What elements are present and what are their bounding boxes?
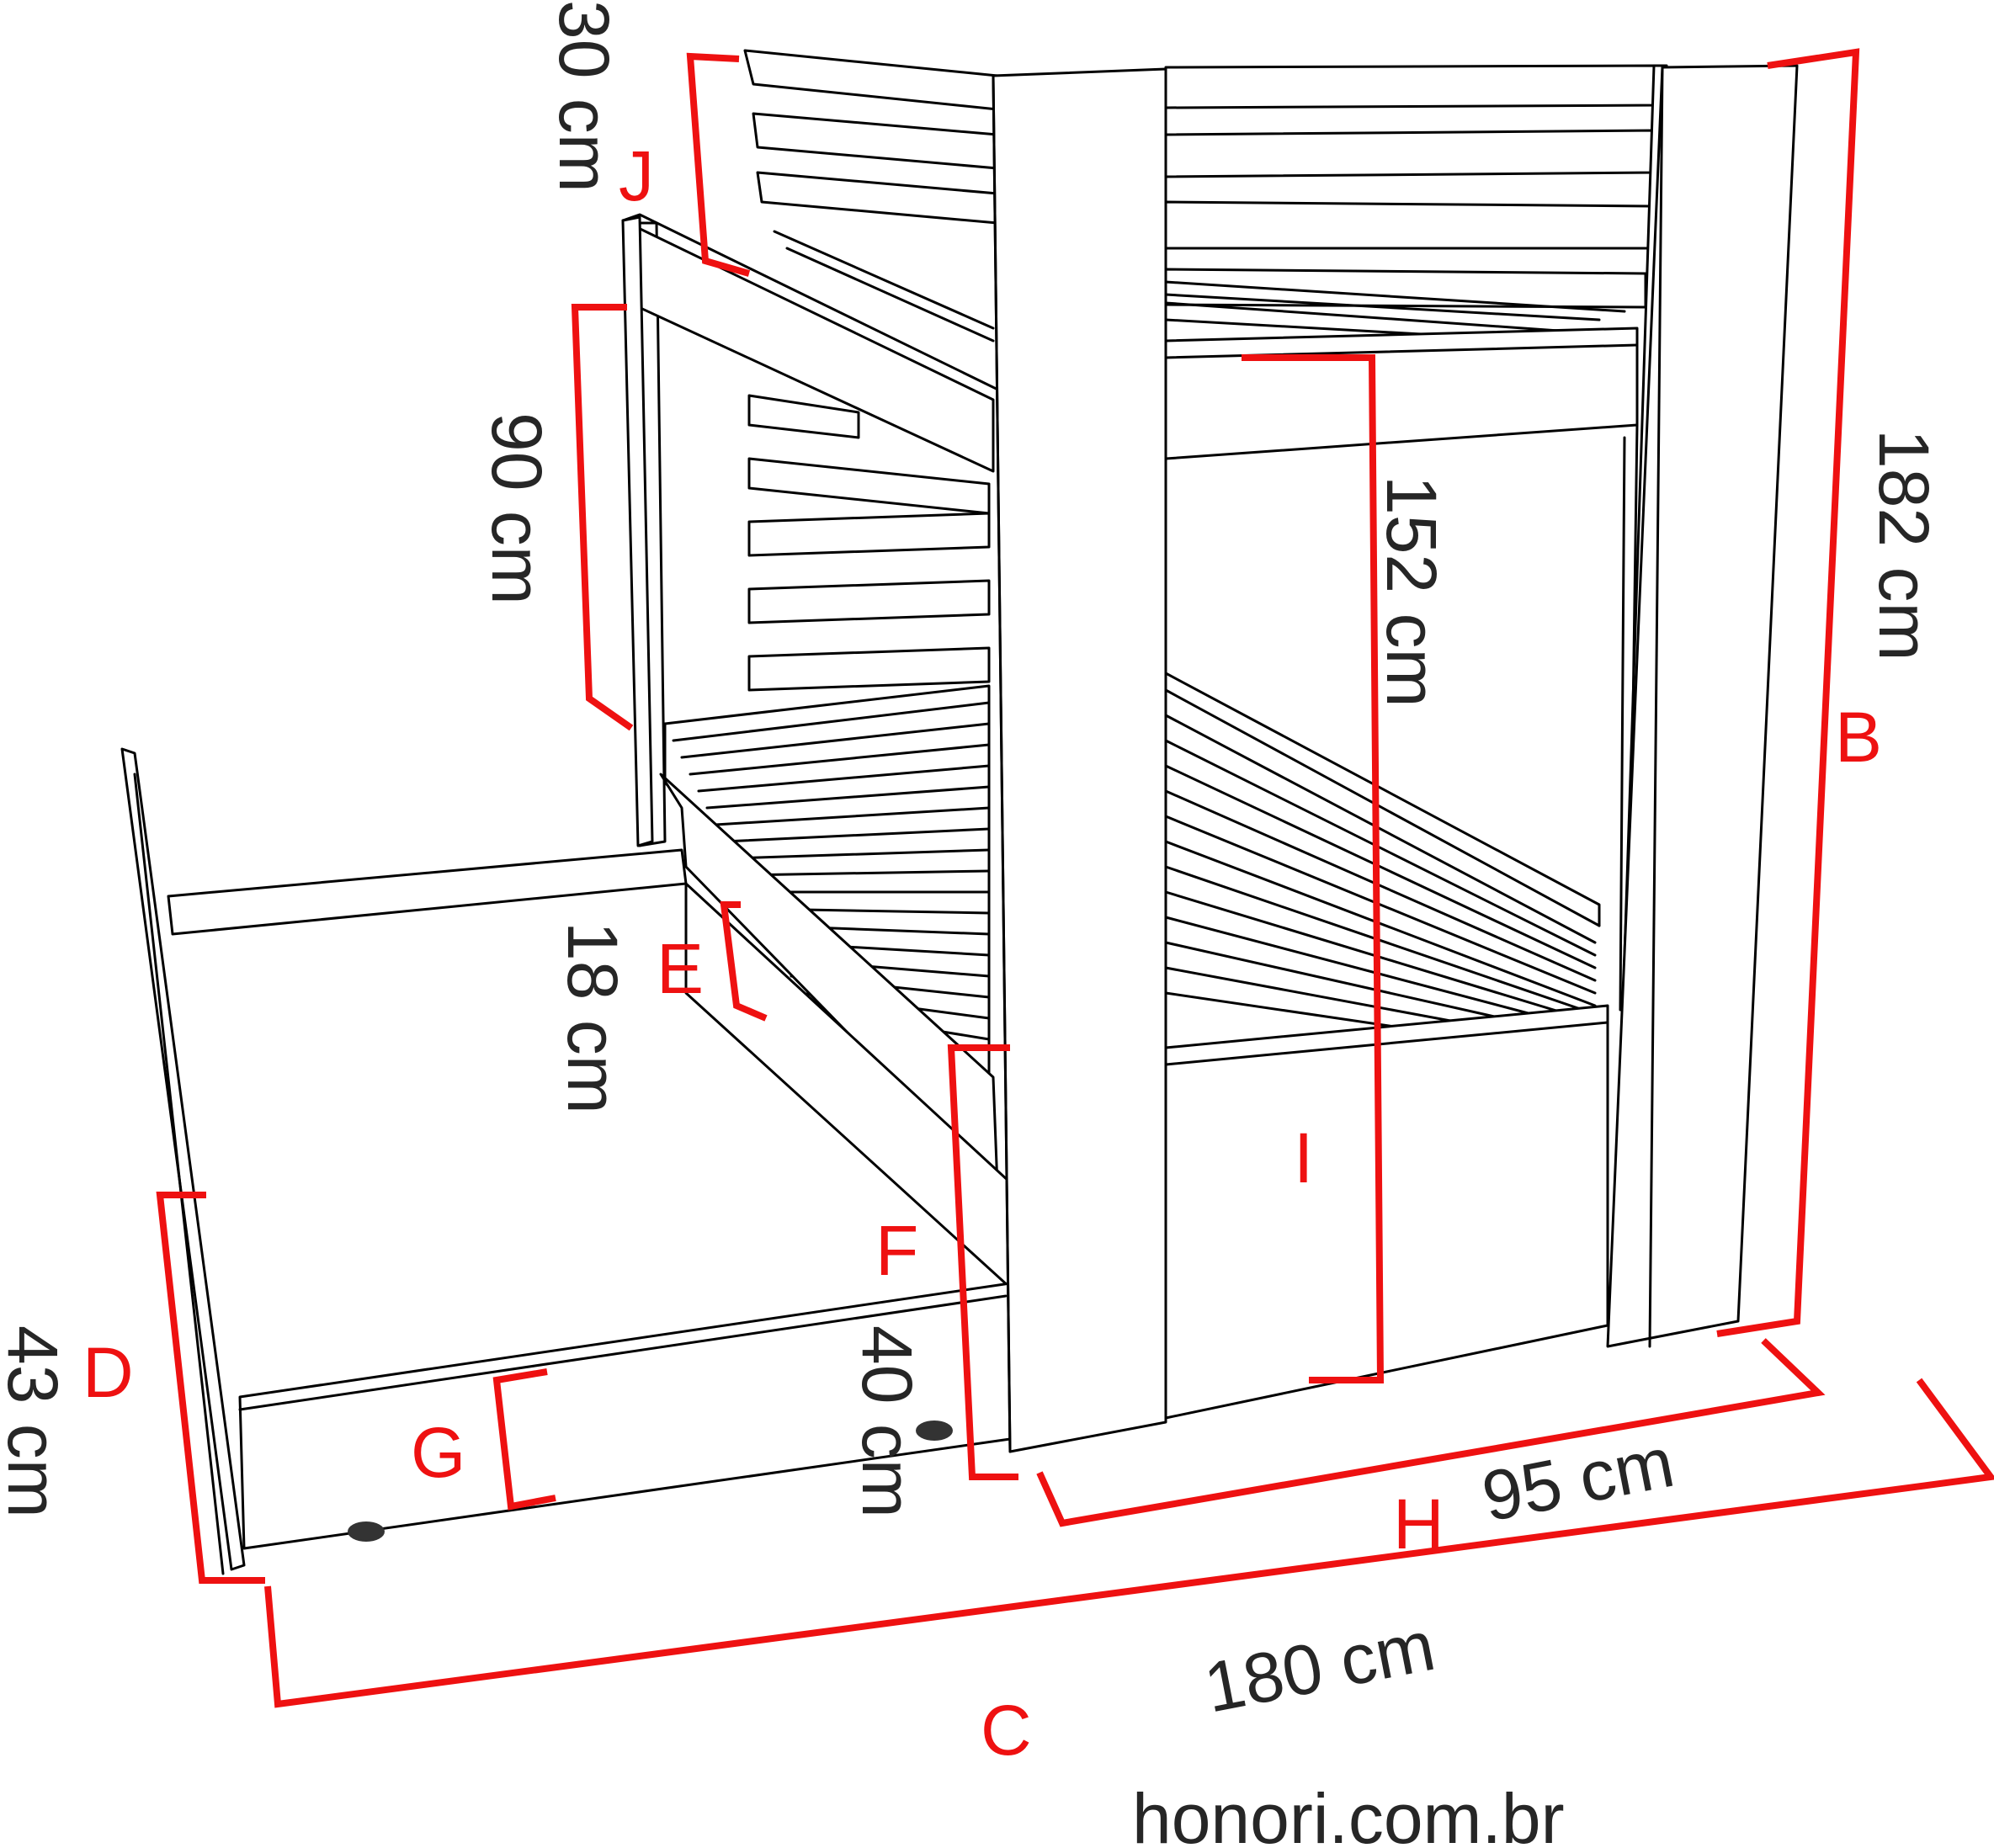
- label-182cm: 182 cm: [1864, 429, 1943, 661]
- label-30cm: 30 cm: [545, 0, 624, 193]
- letter-d: D: [82, 1333, 134, 1412]
- letter-c: C: [981, 1691, 1032, 1770]
- dim-e-bracket: [720, 901, 768, 1022]
- dim-a-bracket: [571, 304, 634, 731]
- dimension-letters: J E D G F I B H C: [82, 136, 1882, 1770]
- label-43cm: 43 cm: [0, 1325, 72, 1518]
- letter-i: I: [1294, 1118, 1313, 1197]
- back-wall-line: [1164, 672, 1601, 927]
- dim-c-bracket: [264, 1378, 1994, 1708]
- letter-j: J: [619, 136, 654, 215]
- dim-i-bracket: [1242, 354, 1385, 1383]
- bunk-bed-drawing: [120, 49, 1799, 1575]
- lower-front-rail: [1164, 1004, 1609, 1420]
- letter-f: F: [875, 1211, 918, 1290]
- label-180cm: 180 cm: [1198, 1606, 1440, 1728]
- front-right-post: [1606, 64, 1799, 1348]
- trundle-drawer: [120, 747, 1012, 1575]
- website-url: honori.com.br: [1132, 1779, 1565, 1848]
- dim-j-bracket: [686, 52, 751, 277]
- front-left-post: [992, 67, 1167, 1453]
- dim-b-bracket: [1716, 48, 1860, 1337]
- dim-d-bracket: [156, 1192, 265, 1584]
- upper-left-end-board: [621, 215, 654, 847]
- caster-wheel-1: [348, 1521, 385, 1542]
- upper-back-slats: [743, 49, 1660, 309]
- dimension-lines: [156, 48, 1994, 1708]
- trundle-end-panel: [120, 747, 246, 1571]
- letter-h: H: [1393, 1484, 1444, 1564]
- caster-wheel-2: [916, 1421, 953, 1441]
- dim-h-bracket: [1036, 1338, 1826, 1527]
- letter-g: G: [411, 1413, 465, 1492]
- label-18cm: 18 cm: [553, 921, 632, 1114]
- left-end-slats: [747, 394, 991, 692]
- dim-f-bracket: [947, 1044, 1018, 1480]
- label-40cm: 40 cm: [848, 1325, 927, 1518]
- letter-b: B: [1835, 698, 1882, 777]
- dim-g-bracket: [492, 1368, 556, 1511]
- label-90cm: 90 cm: [477, 412, 556, 605]
- letter-e: E: [657, 929, 704, 1008]
- label-152cm: 152 cm: [1372, 475, 1451, 707]
